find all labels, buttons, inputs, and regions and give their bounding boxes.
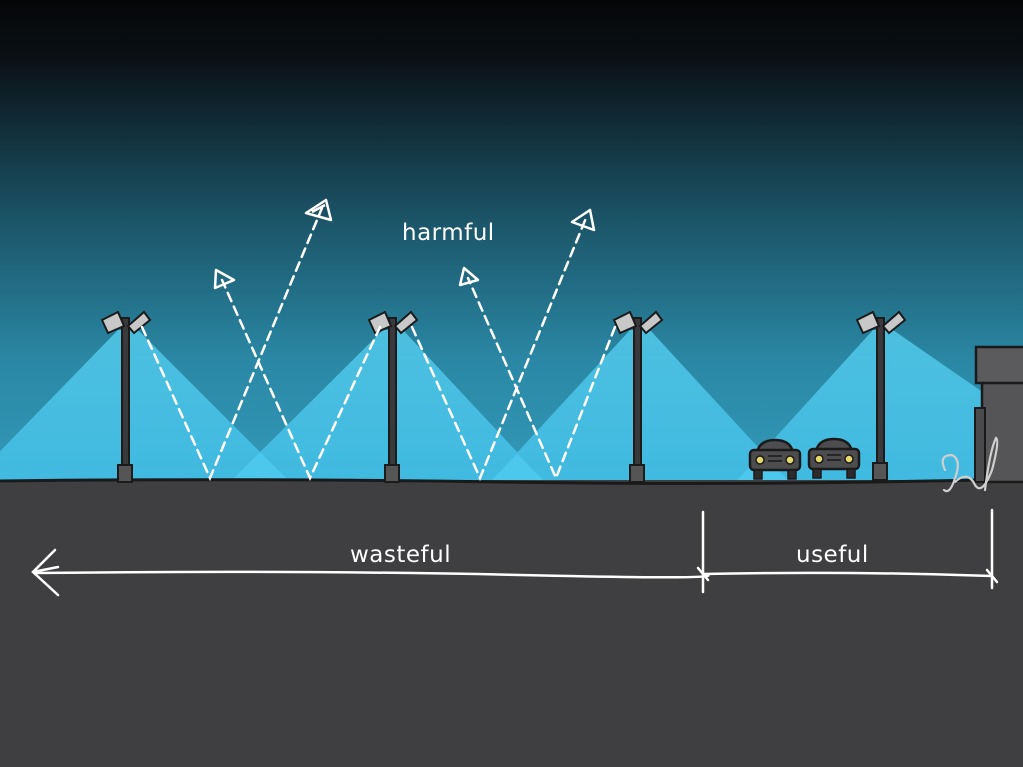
harmful-label: harmful (402, 220, 495, 246)
ray-arrowheads (213, 198, 596, 290)
light-ray-3 (410, 216, 588, 482)
street-lamp-icon (855, 310, 907, 481)
building-icon (974, 345, 1023, 484)
light-cone-1 (0, 330, 290, 482)
street-lamp-icon (100, 310, 152, 483)
wasteful-arrow-line (34, 570, 710, 579)
light-rays (140, 206, 617, 482)
car-icon (807, 437, 861, 479)
wasteful-label: wasteful (350, 542, 451, 568)
street-lamp-icon (612, 310, 664, 483)
light-ray-2 (220, 278, 382, 482)
arrowhead-up-left-2 (458, 266, 480, 287)
artist-signature (941, 436, 999, 493)
dimension-lines (31, 508, 999, 597)
light-cone-2 (230, 330, 545, 482)
arrowhead-up-right-1 (304, 198, 333, 222)
light-ray-1 (140, 206, 324, 482)
car-icon (748, 438, 802, 480)
street-lamp-icon (367, 310, 419, 483)
wasteful-arrow-head (31, 548, 60, 597)
useful-label: useful (796, 542, 869, 568)
ground-edge (0, 477, 1023, 485)
arrowhead-up-left-1 (213, 268, 236, 290)
light-ray-4 (466, 276, 617, 482)
ground (0, 480, 1023, 767)
useful-arrow-line (701, 571, 994, 578)
arrowhead-up-right-2 (570, 208, 596, 232)
